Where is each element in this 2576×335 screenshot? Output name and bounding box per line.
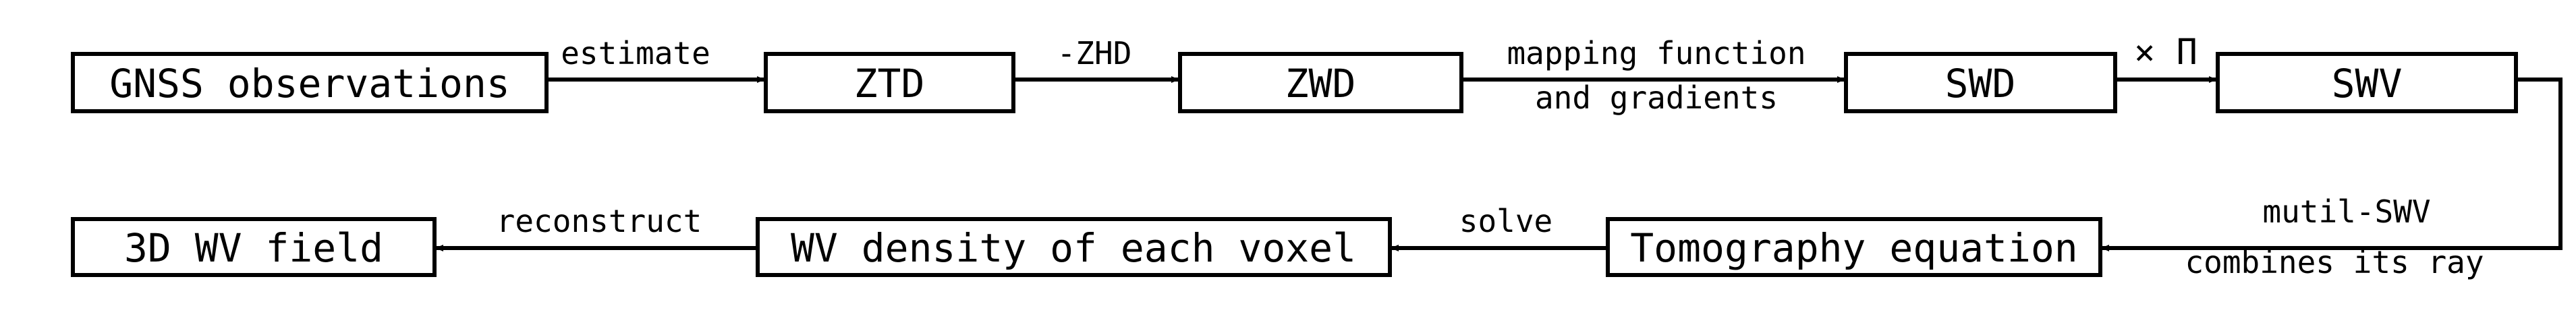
arrow-swv-to-tomography [2101,78,2563,251]
node-swv-label: SWV [2332,61,2403,106]
node-zwd: ZWD [1178,52,1463,113]
node-swd-label: SWD [1945,61,2016,106]
edge-label-times-pi: × Π [2134,32,2197,73]
node-tomography-equation-label: Tomography equation [1630,225,2077,271]
node-3d-wv-field-label: 3D WV field [124,225,383,271]
edge-label-multi-swv: mutil-SWV [2262,193,2430,230]
node-3d-wv-field: 3D WV field [71,217,437,277]
node-ztd-label: ZTD [854,61,925,106]
edge-label-and-gradients: and gradients [1535,80,1778,116]
edge-label-solve: solve [1459,203,1552,239]
edge-label-combines-its-ray: combines its ray [2185,244,2484,280]
edge-label-reconstruct: reconstruct [497,203,702,239]
node-swv: SWV [2216,52,2518,113]
node-gnss-observations: GNSS observations [71,52,549,113]
node-wv-density: WV density of each voxel [756,217,1392,277]
node-zwd-label: ZWD [1285,61,1356,106]
edge-label-mapping-function: mapping function [1507,35,1805,71]
node-swd: SWD [1844,52,2117,113]
node-ztd: ZTD [764,52,1015,113]
node-wv-density-label: WV density of each voxel [791,225,1356,271]
edge-label-minus-zhd: -ZHD [1057,35,1132,71]
node-tomography-equation: Tomography equation [1606,217,2102,277]
edge-label-estimate: estimate [561,35,710,71]
node-gnss-observations-label: GNSS observations [109,61,510,106]
